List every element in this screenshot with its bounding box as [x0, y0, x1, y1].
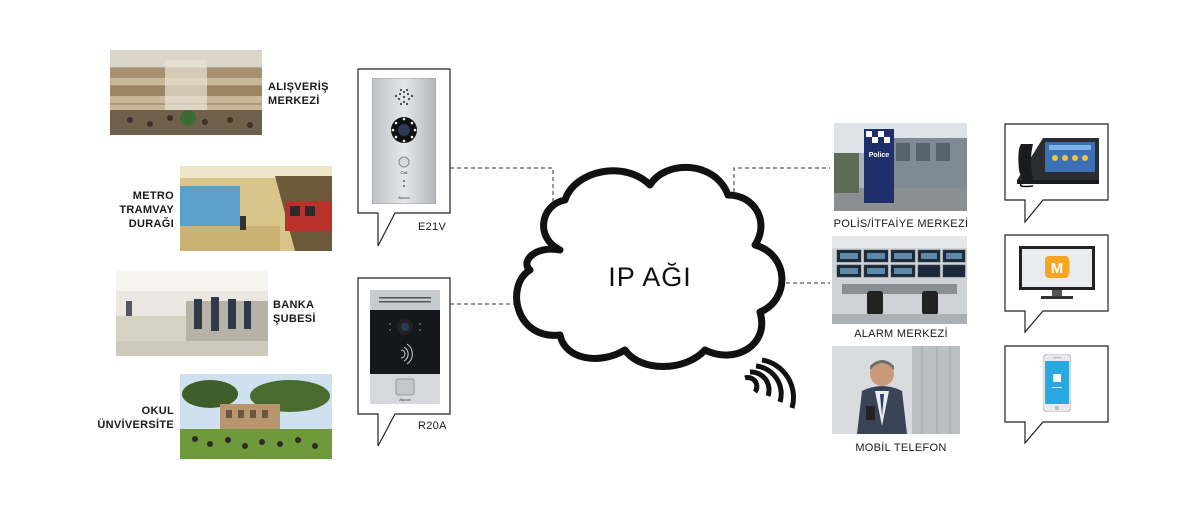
- wireless-signal-icon: [744, 357, 796, 409]
- desk-phone-icon: [1013, 130, 1101, 190]
- school-photo: [180, 374, 332, 459]
- nfc-icon: [400, 343, 413, 365]
- svg-text:Police: Police: [869, 152, 890, 159]
- ip-network-cloud: [513, 163, 786, 370]
- mall-photo: [110, 50, 262, 135]
- svg-text:Akuvox: Akuvox: [399, 398, 411, 402]
- metro-photo: [180, 166, 332, 251]
- e21v-device: Call Akuvox: [371, 77, 437, 205]
- connector-police: [733, 167, 830, 248]
- svg-text:Call: Call: [401, 170, 408, 175]
- monitor-icon: M: [1019, 246, 1095, 302]
- svg-text:M: M: [1051, 260, 1064, 277]
- ip-network-label: IP AĞI: [608, 262, 692, 292]
- bank-photo: [116, 271, 268, 356]
- svg-text:Akuvox: Akuvox: [398, 196, 410, 200]
- smartphone-icon: [1042, 353, 1072, 413]
- alarm-center-photo: [832, 236, 967, 324]
- mobile-user-photo: [832, 346, 960, 434]
- r20a-device: Akuvox: [370, 290, 440, 404]
- police-photo: Police: [834, 123, 967, 211]
- speaker-grille-icon: [394, 88, 414, 106]
- r20a-label: R20A: [418, 420, 447, 432]
- e21v-label: E21V: [418, 221, 447, 233]
- mobile-phone-label: MOBİL TELEFON: [855, 442, 947, 454]
- alarm-center-label: ALARM MERKEZİ: [854, 328, 948, 340]
- connector-e21v: [450, 167, 554, 228]
- police-label: POLİS/İTFAİYE MERKEZİ: [833, 218, 969, 230]
